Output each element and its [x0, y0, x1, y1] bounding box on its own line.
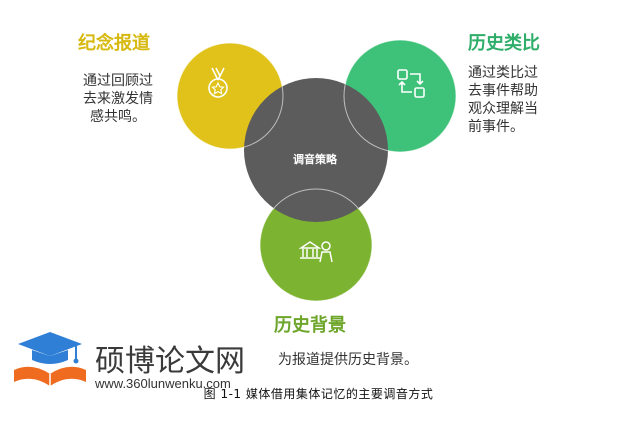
- commemorative-desc-line: 感共鸣。: [90, 109, 146, 125]
- figure-caption: 图 1-1 媒体借用集体记忆的主要调音方式: [203, 387, 434, 401]
- commemorative-desc-line: 通过回顾过: [83, 73, 153, 89]
- background-title: 历史背景: [274, 315, 346, 336]
- compare-arrows-icon: [397, 69, 425, 98]
- analogy-desc-line: 去事件帮助: [468, 83, 538, 99]
- graduation-book-icon: [14, 332, 86, 386]
- analogy-desc: 通过类比过 去事件帮助 观众理解当 前事件。: [468, 64, 558, 136]
- background-desc: 为报道提供历史背景。: [278, 352, 418, 368]
- analogy-desc-line: 前事件。: [468, 119, 524, 135]
- analogy-title: 历史类比: [468, 33, 540, 54]
- analogy-desc-line: 观众理解当: [468, 101, 538, 117]
- center-label: 调音策略: [293, 153, 337, 166]
- background-circle: [260, 189, 372, 301]
- center-circle: [244, 78, 388, 222]
- monument-figure-icon: [298, 241, 333, 263]
- commemorative-title: 纪念报道: [78, 33, 150, 54]
- watermark-url: www.360lunwenku.com: [95, 376, 231, 391]
- medal-icon: [208, 67, 228, 98]
- commemorative-desc-line: 去来激发情: [83, 91, 153, 107]
- watermark-text: 硕博论文网: [95, 344, 245, 379]
- commemorative-desc: 通过回顾过 去来激发情 感共鸣。: [74, 72, 162, 126]
- analogy-desc-line: 通过类比过: [468, 65, 538, 81]
